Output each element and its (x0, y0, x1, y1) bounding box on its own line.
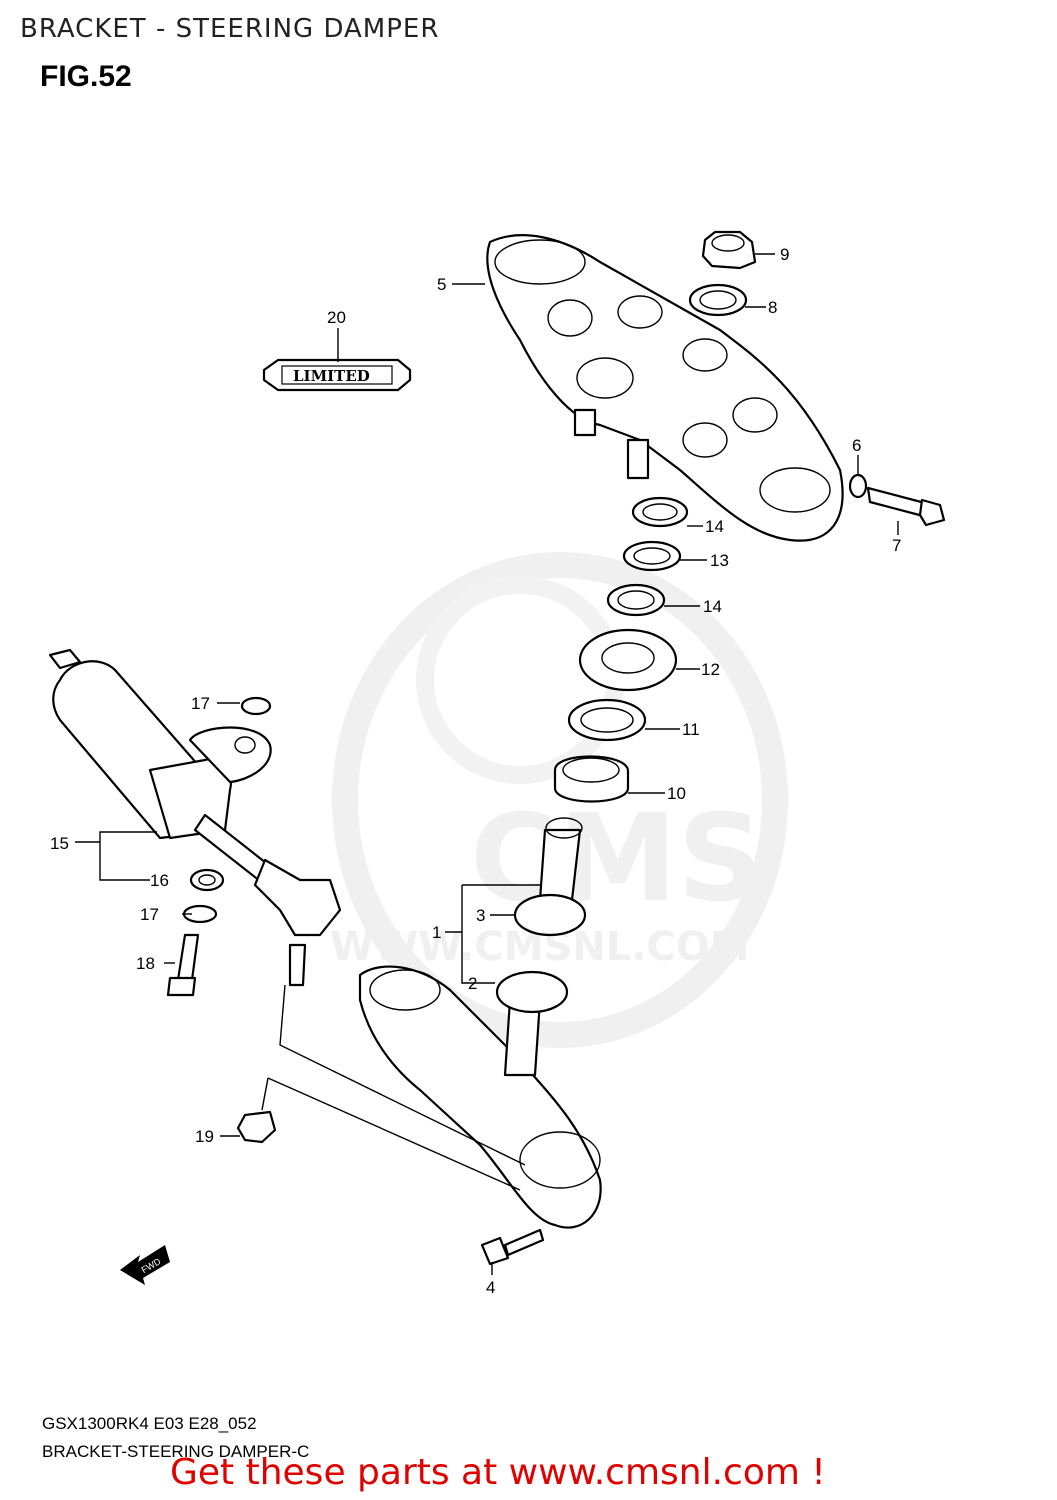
part-10-bearing (553, 755, 630, 803)
part-9-nut (701, 230, 757, 270)
callout-8: 8 (768, 298, 777, 317)
callout-19: 19 (195, 1127, 214, 1146)
callout-4: 4 (486, 1278, 495, 1297)
callout-3: 3 (476, 906, 485, 925)
callout-9: 9 (780, 245, 789, 264)
callout-15: 15 (50, 834, 69, 853)
part-4-bolt (480, 1228, 545, 1266)
callout-14-upper: 14 (705, 517, 724, 536)
watermark: CMS WWW.CMSNL.COM (330, 552, 788, 1048)
diagram-code: GSX1300RK4 E03 E28_052 (42, 1414, 257, 1433)
page-title: BRACKET - STEERING DAMPER (20, 14, 440, 44)
callout-1: 1 (432, 923, 441, 942)
cta-link[interactable]: Get these parts at www.cmsnl.com ! (170, 1452, 826, 1493)
callout-5: 5 (437, 275, 446, 294)
part-12-dust-seal (578, 628, 678, 692)
callouts: 5 9 8 6 7 14 13 14 12 11 10 20 17 15 16 … (50, 245, 901, 1297)
part-8-washer (688, 283, 748, 317)
part-2-seal (495, 970, 569, 1014)
part-6-washer (848, 473, 868, 499)
part-19-nut (236, 1110, 277, 1144)
leader-lines (75, 253, 899, 1275)
part-17-upper-washer (240, 696, 272, 716)
part-3-bearing (513, 893, 587, 937)
figure-label: FIG.52 (40, 60, 132, 93)
steering-damper (48, 648, 342, 987)
part-13-washer (622, 540, 682, 572)
part-7-bolt (866, 486, 946, 527)
callout-10: 10 (667, 784, 686, 803)
callout-17-upper: 17 (191, 694, 210, 713)
top-bracket (486, 234, 844, 542)
part-16-bushing (189, 868, 225, 892)
callout-16: 16 (150, 871, 169, 890)
callout-13: 13 (710, 551, 729, 570)
callout-12: 12 (701, 660, 720, 679)
callout-17-lower: 17 (140, 905, 159, 924)
diagram-caption: BRACKET-STEERING DAMPER-C (42, 1442, 310, 1461)
watermark-brand: CMS (470, 790, 764, 929)
callout-14-lower: 14 (703, 597, 722, 616)
part-18-bolt (166, 933, 200, 997)
part-14-upper-locknut (631, 496, 689, 528)
badge-text: LIMITED (293, 367, 370, 385)
callout-2: 2 (468, 974, 477, 993)
callout-11: 11 (682, 720, 700, 739)
callout-6: 6 (852, 436, 861, 455)
part-20-limited-badge: LIMITED (262, 358, 412, 392)
callout-7: 7 (892, 536, 901, 555)
lower-bracket (358, 817, 602, 1229)
part-14-lower-locknut (606, 583, 666, 617)
callout-18: 18 (136, 954, 155, 973)
fwd-arrow-icon: FWD (120, 1245, 170, 1285)
part-11-washer (567, 698, 647, 742)
callout-20: 20 (327, 308, 346, 327)
